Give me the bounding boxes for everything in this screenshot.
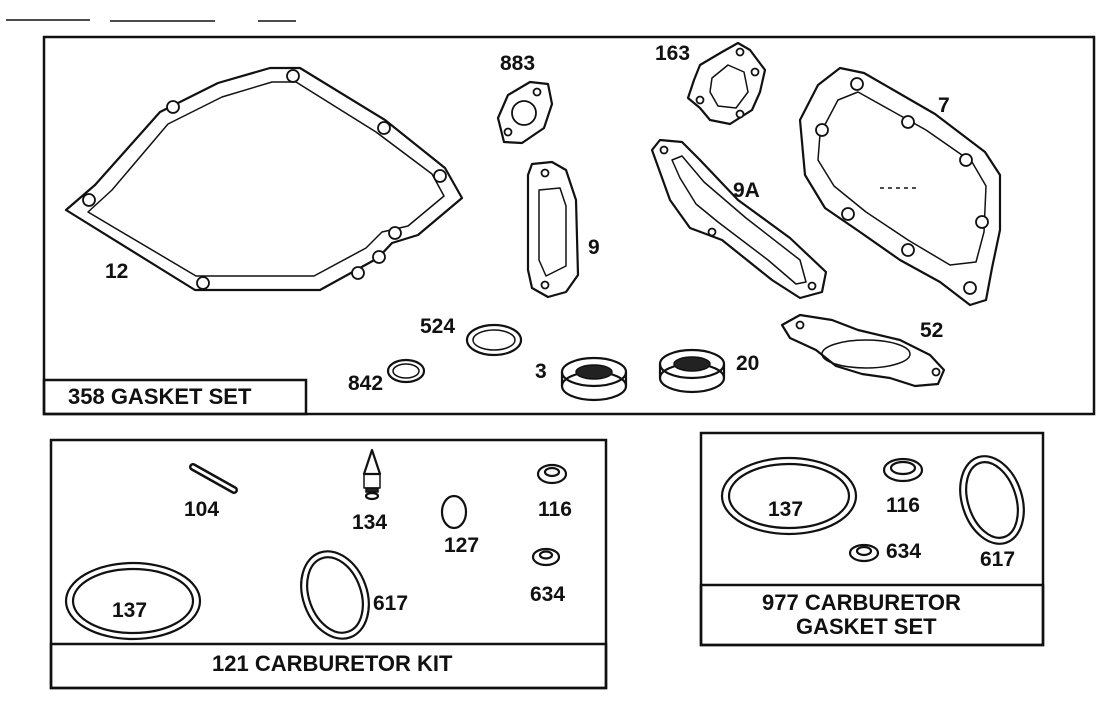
oil-seal-20: [658, 348, 726, 394]
carburetor-gasket-set-caption-line2: GASKET SET: [796, 614, 937, 639]
crankcase-gasket-12: [64, 66, 464, 292]
gasket-set-panel: 358 GASKET SET 12 883: [42, 35, 1096, 416]
gasket-set-caption: 358 GASKET SET: [68, 384, 252, 409]
o-ring-617-kit: [300, 550, 370, 640]
washer-116-set: [882, 457, 924, 483]
ring-524: [465, 323, 523, 357]
bowl-gasket-137-kit: [64, 561, 202, 641]
pin-104: [189, 463, 238, 494]
gasket-52: [780, 313, 946, 388]
label-617-kit: 617: [373, 592, 408, 615]
label-137-kit: 137: [112, 599, 147, 622]
label-883: 883: [500, 52, 535, 75]
gasket-9a: [650, 138, 828, 300]
gasket-883: [496, 80, 554, 145]
label-3: 3: [535, 360, 547, 383]
label-116-set: 116: [886, 494, 920, 517]
ring-842: [386, 358, 426, 384]
bowl-gasket-137-set: [720, 456, 858, 536]
label-9: 9: [588, 236, 600, 259]
carburetor-gasket-set-panel: 977 CARBURETOR GASKET SET 137 116 634 61…: [699, 431, 1045, 647]
carburetor-kit-caption: 121 CARBURETOR KIT: [212, 651, 453, 676]
label-163: 163: [655, 42, 690, 65]
gasket-9: [526, 160, 580, 299]
label-524: 524: [420, 315, 455, 338]
label-634-kit: 634: [530, 583, 565, 606]
top-edge-marks: [6, 19, 296, 22]
label-116-kit: 116: [538, 498, 572, 521]
label-7: 7: [938, 94, 950, 117]
o-ring-617-set: [959, 455, 1025, 545]
washer-116-kit: [536, 463, 568, 485]
label-127: 127: [444, 534, 479, 557]
label-137-set: 137: [768, 498, 803, 521]
washer-634-set: [848, 543, 880, 563]
label-842: 842: [348, 372, 383, 395]
oil-seal-3: [560, 356, 628, 402]
label-52: 52: [920, 319, 943, 342]
washer-634-kit: [531, 547, 561, 567]
carburetor-gasket-set-caption-line1: 977 CARBURETOR: [762, 590, 961, 615]
carburetor-kit-panel: 121 CARBURETOR KIT 104 134 127 116: [49, 438, 608, 690]
head-gasket-7: [798, 66, 1002, 307]
label-634-set: 634: [886, 540, 921, 563]
label-20: 20: [736, 352, 759, 375]
needle-134: [362, 448, 382, 501]
label-12: 12: [105, 260, 128, 283]
label-104: 104: [184, 498, 219, 521]
gasket-163: [686, 41, 767, 126]
plug-127: [440, 494, 468, 530]
label-134: 134: [352, 511, 387, 534]
label-617-set: 617: [980, 548, 1015, 571]
label-9a: 9A: [733, 179, 760, 202]
